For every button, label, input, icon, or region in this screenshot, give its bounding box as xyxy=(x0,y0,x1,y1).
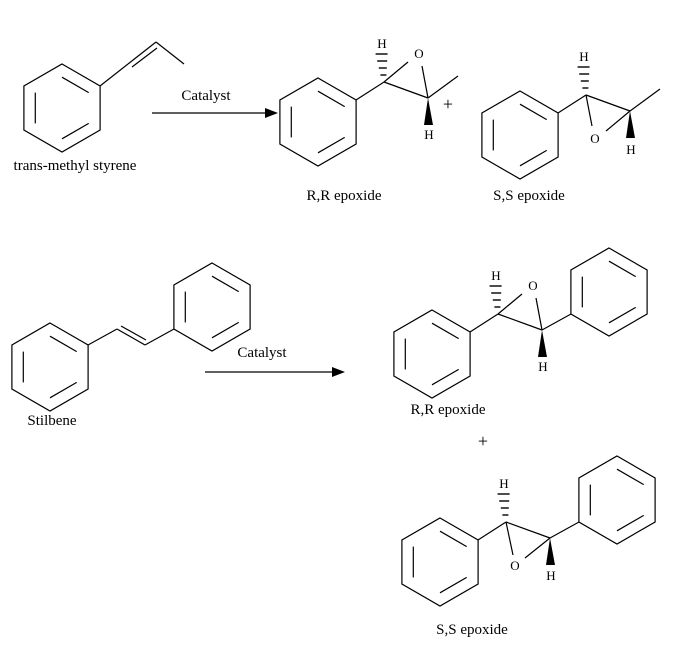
bond xyxy=(549,521,580,539)
double-bond-inner xyxy=(120,325,147,341)
plus-sign: + xyxy=(478,431,488,451)
bond xyxy=(477,521,507,541)
bond xyxy=(87,328,118,346)
oxygen-label: O xyxy=(528,278,537,293)
ss-epoxide-stilbene-structure: O H H S,S epoxide xyxy=(401,455,656,638)
benzene-ring xyxy=(11,322,89,412)
reaction-arrow-1: Catalyst xyxy=(152,88,278,118)
ss-epoxide-methyl-structure: O H H S,S epoxide xyxy=(481,49,661,204)
reaction-arrow-2: Catalyst xyxy=(205,345,345,377)
hydrogen-label: H xyxy=(538,359,547,374)
epoxide-co-bond xyxy=(421,65,429,99)
epoxide-co-bond xyxy=(524,537,551,559)
product-label: S,S epoxide xyxy=(493,188,565,204)
bold-wedge-bond xyxy=(538,330,547,357)
benzene-ring xyxy=(173,262,251,352)
double-bond xyxy=(127,41,157,65)
hydrogen-label: H xyxy=(579,49,588,64)
benzene-ring xyxy=(393,309,471,399)
methyl-bond xyxy=(427,75,459,99)
arrow-head-icon xyxy=(332,367,345,377)
benzene-ring xyxy=(279,77,357,167)
epoxide-co-bond xyxy=(535,297,543,331)
product-label: S,S epoxide xyxy=(436,622,508,638)
benzene-ring xyxy=(401,517,479,607)
stilbene-structure: Stilbene xyxy=(11,262,251,429)
catalyst-label: Catalyst xyxy=(237,345,287,361)
methyl-bond xyxy=(155,41,185,65)
hydrogen-label: H xyxy=(546,568,555,583)
epoxide-co-bond xyxy=(497,293,523,315)
hydrogen-label: H xyxy=(424,127,433,142)
bold-wedge-bond xyxy=(424,98,433,125)
double-bond xyxy=(116,328,146,346)
bold-wedge-bond xyxy=(626,111,635,138)
oxygen-label: O xyxy=(590,131,599,146)
benzene-ring xyxy=(570,247,648,337)
benzene-ring xyxy=(578,455,656,545)
rr-epoxide-methyl-structure: O H H R,R epoxide xyxy=(279,36,459,204)
bond xyxy=(557,94,587,114)
benzene-ring xyxy=(23,63,101,153)
plus-sign: + xyxy=(443,94,453,114)
epoxide-co-bond xyxy=(605,110,631,132)
product-label: R,R epoxide xyxy=(411,402,486,418)
trans-methyl-styrene-structure: trans-methyl styrene xyxy=(14,41,185,174)
arrow-head-icon xyxy=(265,108,278,118)
hydrogen-label: H xyxy=(626,142,635,157)
benzene-ring xyxy=(481,90,559,180)
epoxide-cc-bond xyxy=(585,94,631,112)
catalyst-label: Catalyst xyxy=(181,88,231,104)
hydrogen-label: H xyxy=(377,36,386,51)
hydrogen-label: H xyxy=(491,268,500,283)
hydrogen-label: H xyxy=(499,476,508,491)
epoxide-cc-bond xyxy=(505,521,551,539)
bond xyxy=(355,81,385,101)
product-label: R,R epoxide xyxy=(307,188,382,204)
epoxide-co-bond xyxy=(383,61,409,83)
bond xyxy=(99,63,129,87)
epoxide-cc-bond xyxy=(383,81,429,99)
reactant-label: trans-methyl styrene xyxy=(14,158,137,174)
methyl-bond xyxy=(629,88,661,112)
epoxide-co-bond xyxy=(585,94,593,127)
oxygen-label: O xyxy=(510,558,519,573)
bond xyxy=(144,328,175,346)
rr-epoxide-stilbene-structure: O H H R,R epoxide xyxy=(393,247,648,418)
bond xyxy=(469,313,499,333)
oxygen-label: O xyxy=(414,46,423,61)
bold-wedge-bond xyxy=(546,538,555,565)
bond xyxy=(541,313,572,331)
reactant-label: Stilbene xyxy=(27,413,77,429)
epoxide-cc-bond xyxy=(497,313,543,331)
epoxide-co-bond xyxy=(505,521,514,556)
double-bond-inner xyxy=(131,47,158,68)
